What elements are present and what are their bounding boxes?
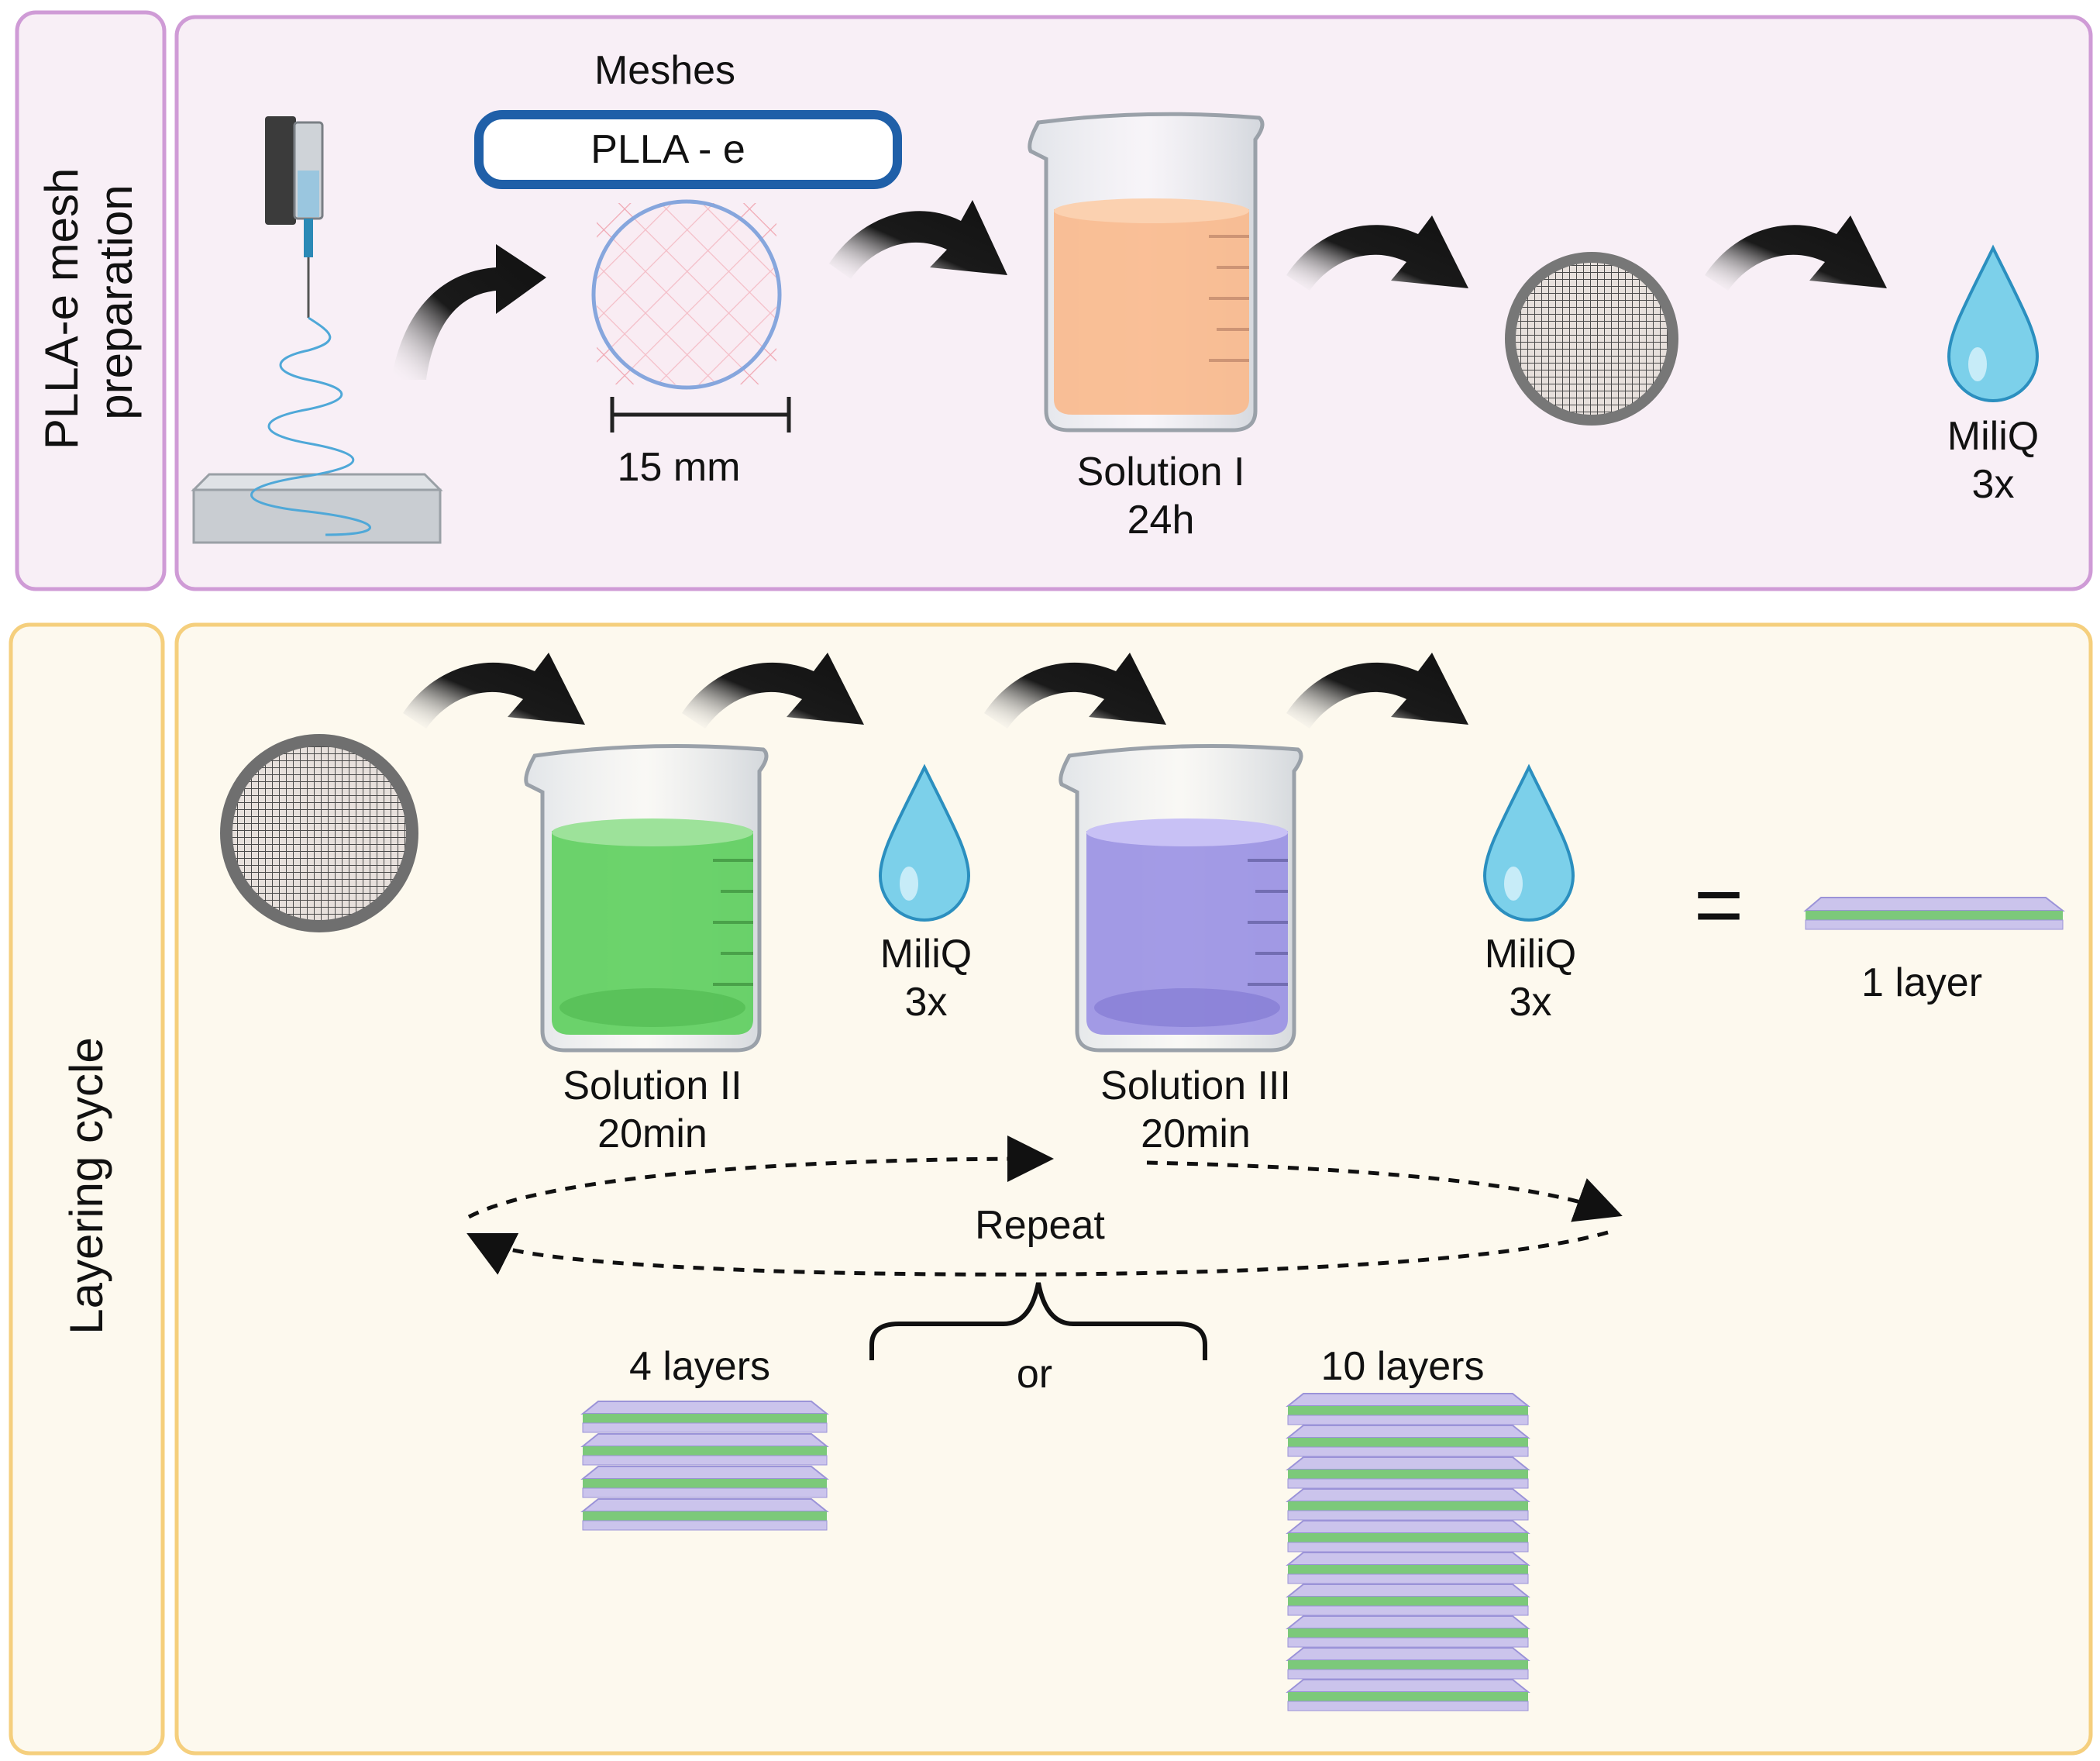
stack-layer [580,1433,829,1466]
plla-mesh-icon [591,199,782,390]
rinse-name: MiliQ [1947,414,2039,459]
stack-layer [1286,1393,1530,1425]
stack-layer [1286,1647,1530,1680]
beaker-solution1-icon [1028,112,1265,432]
cycle-section-title: Layering cycle [60,1037,112,1335]
single-layer-icon [1803,897,2065,930]
mesh-tag-label: PLLA - e [590,127,745,172]
stack-layer [1286,1488,1530,1521]
arrow-to-solution1 [829,200,1007,279]
arrow-to-water [1705,215,1887,291]
repeat-label: Repeat [975,1203,1105,1248]
solution1-name: Solution I [1077,450,1245,495]
scale-bar [610,397,791,432]
stack-layer [580,1498,829,1531]
solution1-time: 24h [1127,498,1195,543]
ten-layer-stack [1286,1393,1530,1711]
stack-layer [580,1401,829,1433]
one-layer-label: 1 layer [1861,960,1982,1005]
stack-layer [1286,1456,1530,1489]
solution2-name: Solution II [563,1063,742,1108]
arrow-to-grid [1286,215,1468,291]
four-layer-stack [580,1401,829,1531]
grid-mesh-icon [1505,252,1678,426]
solution3-name: Solution III [1100,1063,1291,1108]
arrow-to-rinse2 [1286,653,1468,729]
cycle-grid-mesh-icon [220,734,418,932]
scale-label: 15 mm [618,445,741,490]
water-drop-icon-2 [1482,763,1575,922]
cycle-section: Layering cycle [9,622,2093,1756]
prep-section: PLLA-e mesh preparation Meshes PLLA - e [15,10,2093,591]
rinse2-times: 3x [1510,980,1552,1025]
choice-brace [869,1282,1207,1360]
or-label: or [1017,1352,1052,1397]
rinse1-times: 3x [905,980,948,1025]
stack-layer [1286,1425,1530,1457]
repeat-cycle-arrows [466,1136,1623,1277]
rinse2-name: MiliQ [1485,932,1576,977]
stack-layer [1286,1520,1530,1553]
stack-layer [1286,1615,1530,1648]
arrow-to-solution2 [403,653,585,729]
arrow-to-mesh [391,244,546,380]
stack-layer [1286,1679,1530,1711]
prep-title-box [15,10,167,591]
stack-layer [580,1466,829,1498]
meshes-label: Meshes [594,48,735,93]
ten-layers-label: 10 layers [1321,1344,1485,1389]
stack-layer [1286,1552,1530,1584]
solution2-time: 20min [597,1111,707,1156]
arrow-to-rinse1 [682,653,864,729]
cycle-title-box [9,622,165,1756]
electrospinning-device-icon [191,116,443,544]
four-layers-label: 4 layers [629,1344,770,1389]
beaker-solution3-icon [1059,744,1303,1053]
stack-layer [1286,1584,1530,1616]
equals-sign: = [1694,857,1744,953]
rinse1-name: MiliQ [880,932,972,977]
prep-section-title: PLLA-e mesh preparation [36,155,142,450]
solution3-time: 20min [1141,1111,1251,1156]
arrow-to-solution3 [984,653,1166,729]
rinse-times: 3x [1972,462,2015,507]
mesh-tag-box [474,110,902,189]
water-drop-icon [1947,244,2040,402]
beaker-solution2-icon [524,744,769,1053]
water-drop-icon-1 [878,763,971,922]
